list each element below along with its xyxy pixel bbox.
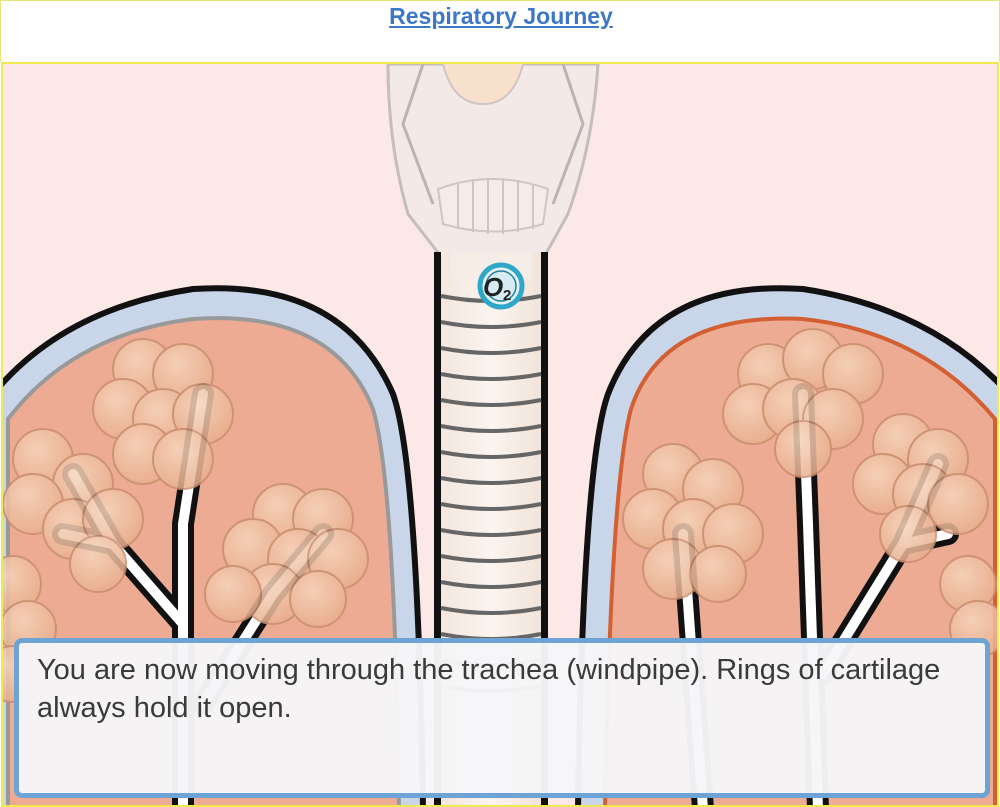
narration-dialog[interactable]: You are now moving through the trachea (…	[14, 638, 990, 798]
oxygen-subscript: 2	[503, 287, 511, 304]
larynx	[386, 64, 600, 261]
oxygen-label: O	[483, 272, 503, 302]
narration-text: You are now moving through the trachea (…	[37, 654, 941, 724]
page-title[interactable]: Respiratory Journey	[389, 3, 613, 29]
alveoli-clusters	[3, 328, 997, 703]
header-bar: Respiratory Journey	[0, 0, 1000, 62]
oxygen-molecule-icon[interactable]: O 2	[477, 262, 525, 310]
